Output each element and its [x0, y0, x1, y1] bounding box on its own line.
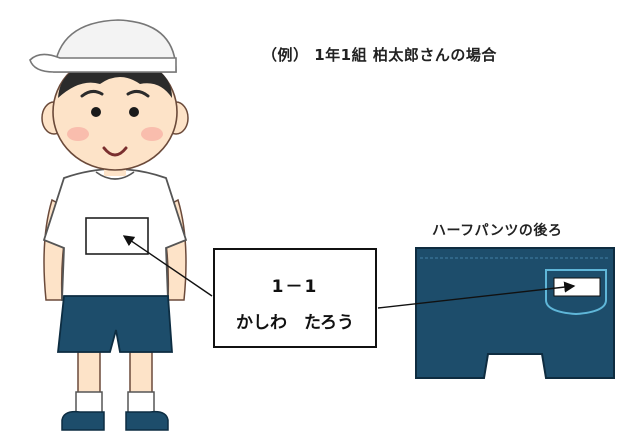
pants-back-illustration — [415, 247, 615, 379]
boy-illustration — [29, 19, 189, 431]
example-caption: （例） 1年1組 柏太郎さんの場合 — [262, 46, 497, 64]
name-tag-class: 1－1 — [271, 277, 319, 297]
shirt-name-area — [85, 217, 149, 255]
pants-back-title: ハーフパンツの後ろ — [432, 223, 563, 239]
arrow-to-shirt — [122, 235, 213, 297]
arrow-to-pants — [377, 281, 576, 309]
name-tag-box: 1－1 かしわ たろう — [213, 248, 377, 348]
name-tag-name: かしわ たろう — [236, 313, 354, 333]
